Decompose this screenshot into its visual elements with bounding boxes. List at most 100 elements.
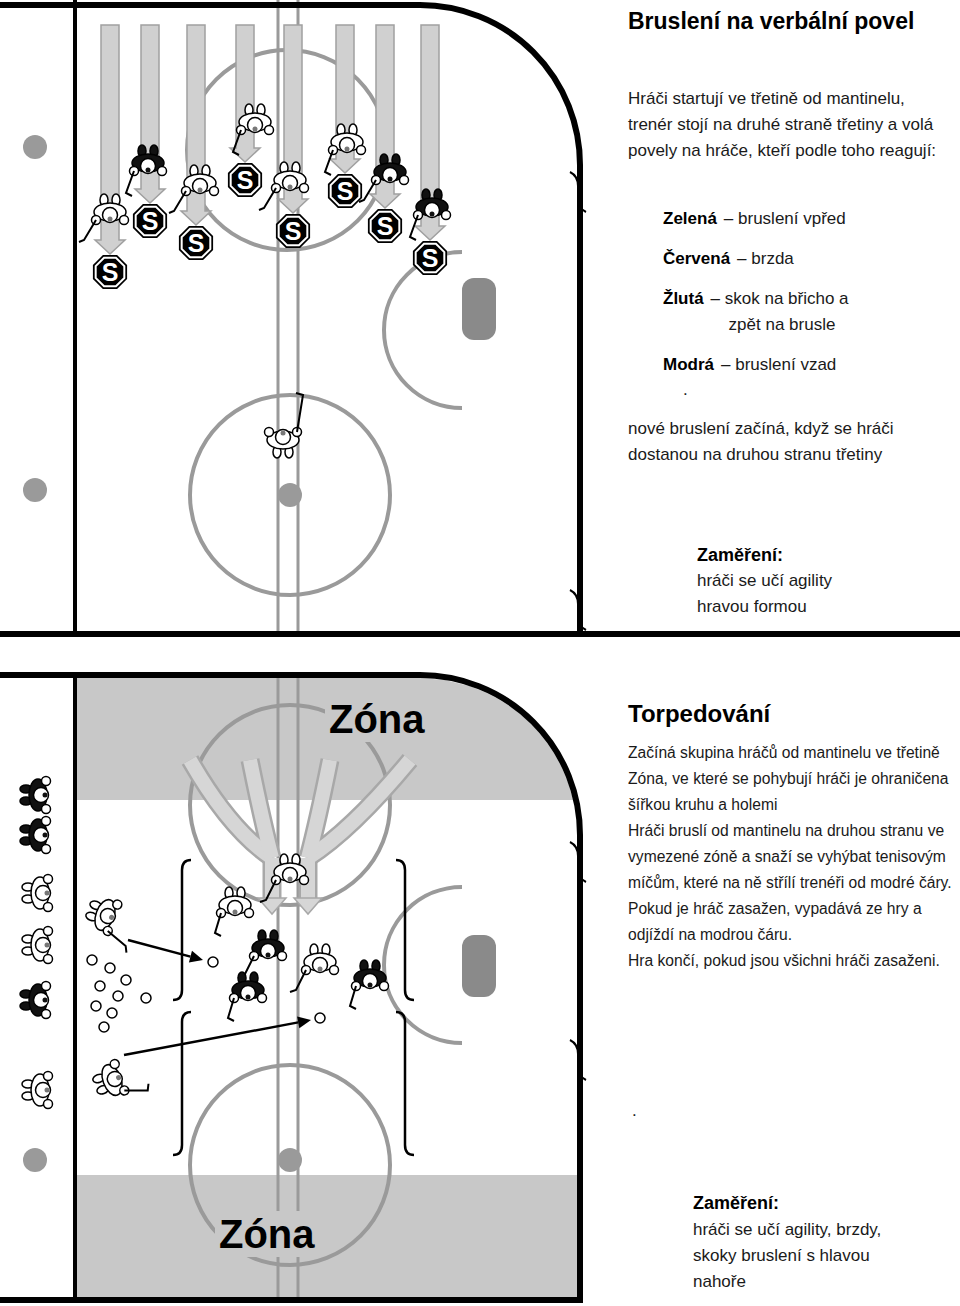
band-fill (77, 1175, 577, 1297)
player-visor (198, 188, 203, 193)
faceoff-dot (23, 1148, 47, 1172)
stick-bracket (173, 1012, 191, 1155)
player-glove (442, 211, 451, 220)
zone-label: Zóna (325, 696, 429, 742)
shot-line (128, 940, 190, 957)
tennis-ball (141, 993, 151, 1003)
tennis-ball (121, 975, 131, 985)
stick-bracket (396, 860, 414, 1000)
hockey-stick (290, 970, 306, 992)
hockey-stick (228, 998, 234, 1021)
player (260, 854, 309, 902)
player-visor (45, 891, 50, 896)
skate-arrow (308, 760, 410, 858)
command-action: – bruslení vpřed (724, 206, 846, 232)
skate-arrow (190, 760, 272, 858)
player (79, 194, 129, 242)
skate-arrow (278, 25, 308, 213)
instruction-text: Zóna, ve které se pohybují hráči je ohra… (628, 766, 958, 818)
player-helmet (241, 986, 256, 1001)
hockey-stick (296, 393, 303, 432)
top-drill-art (79, 25, 451, 458)
player-glove (258, 994, 267, 1003)
stick-bracket (396, 1012, 414, 1155)
bottom-rink (0, 675, 586, 1300)
command-color: Žlutá (663, 286, 704, 312)
stop-sign: S (366, 207, 404, 245)
player-visor (233, 910, 238, 915)
crease (384, 252, 462, 408)
command-color: Zelená (663, 206, 717, 232)
player-helmet (228, 901, 243, 916)
player (79, 891, 143, 952)
tennis-ball (107, 1008, 117, 1018)
player-glove (42, 777, 51, 786)
focus-text: hráči se učí agility hravou formou (697, 568, 872, 620)
player (20, 982, 51, 1019)
instruction-text: nové bruslení začíná, když se hráči dost… (628, 416, 953, 468)
stop-letter: S (226, 161, 264, 199)
hockey-stick (260, 880, 276, 902)
stop-sign: S (131, 202, 169, 240)
player-glove (300, 876, 309, 885)
player-glove (42, 817, 51, 826)
skate-arrow-head (294, 898, 322, 914)
player (238, 930, 287, 978)
player-visor (388, 177, 393, 182)
player-visor (430, 212, 435, 217)
hockey-stick (169, 191, 186, 213)
player-helmet (248, 118, 263, 133)
player-helmet (105, 1069, 124, 1088)
hockey-stick (350, 986, 356, 1009)
instruction-text: Začíná skupina hráčů od mantinelu ve tře… (628, 740, 958, 766)
player-helmet (340, 138, 355, 153)
stop-letter: S (177, 224, 215, 262)
tennis-ball (99, 1022, 109, 1032)
player-glove (237, 126, 246, 135)
drill-title: Bruslení na verbální povel (628, 6, 914, 36)
band-shape (77, 1175, 577, 1297)
separator (0, 631, 960, 637)
player-glove (357, 146, 366, 155)
command-action: – brzda (737, 246, 794, 272)
player (350, 960, 389, 1009)
player (228, 972, 267, 1021)
player-helmet (283, 868, 298, 883)
skate-arrow (370, 25, 400, 208)
top-rink (0, 0, 960, 634)
instruction-text: Hra končí, pokud jsou všichni hráči zasa… (628, 948, 958, 974)
player-visor (146, 168, 151, 173)
player-helmet (313, 958, 328, 973)
stop-letter: S (131, 202, 169, 240)
player-visor (318, 967, 323, 972)
player-helmet (276, 430, 291, 445)
player-helmet (261, 944, 276, 959)
dot: . (683, 377, 688, 403)
shot-arrow-head (297, 1016, 311, 1028)
player (89, 1051, 151, 1107)
player-helmet (36, 886, 51, 901)
bottom-drill-art (20, 760, 414, 1155)
faceoff-dot (278, 1148, 302, 1172)
crease (384, 887, 462, 1043)
player-helmet (363, 974, 378, 989)
player-glove (414, 211, 423, 220)
faceoff-dot (23, 135, 47, 159)
stick-bracket (173, 860, 191, 1000)
instruction-text: Pokud je hráč zasažen, vypadává ze hry a… (628, 896, 958, 948)
player (22, 1072, 53, 1109)
player-glove (265, 428, 274, 437)
player-glove (329, 146, 338, 155)
player-glove (265, 126, 274, 135)
skate-arrow (299, 858, 318, 900)
tennis-ball (95, 981, 105, 991)
shot-arrow-head (189, 951, 203, 963)
hockey-stick (233, 130, 241, 155)
goal (462, 278, 496, 340)
player-glove (210, 187, 219, 196)
skate-arrow (263, 858, 282, 900)
stop-sign: S (411, 239, 449, 277)
zone-label: Zóna (215, 1211, 319, 1257)
hockey-stick (124, 1082, 150, 1098)
